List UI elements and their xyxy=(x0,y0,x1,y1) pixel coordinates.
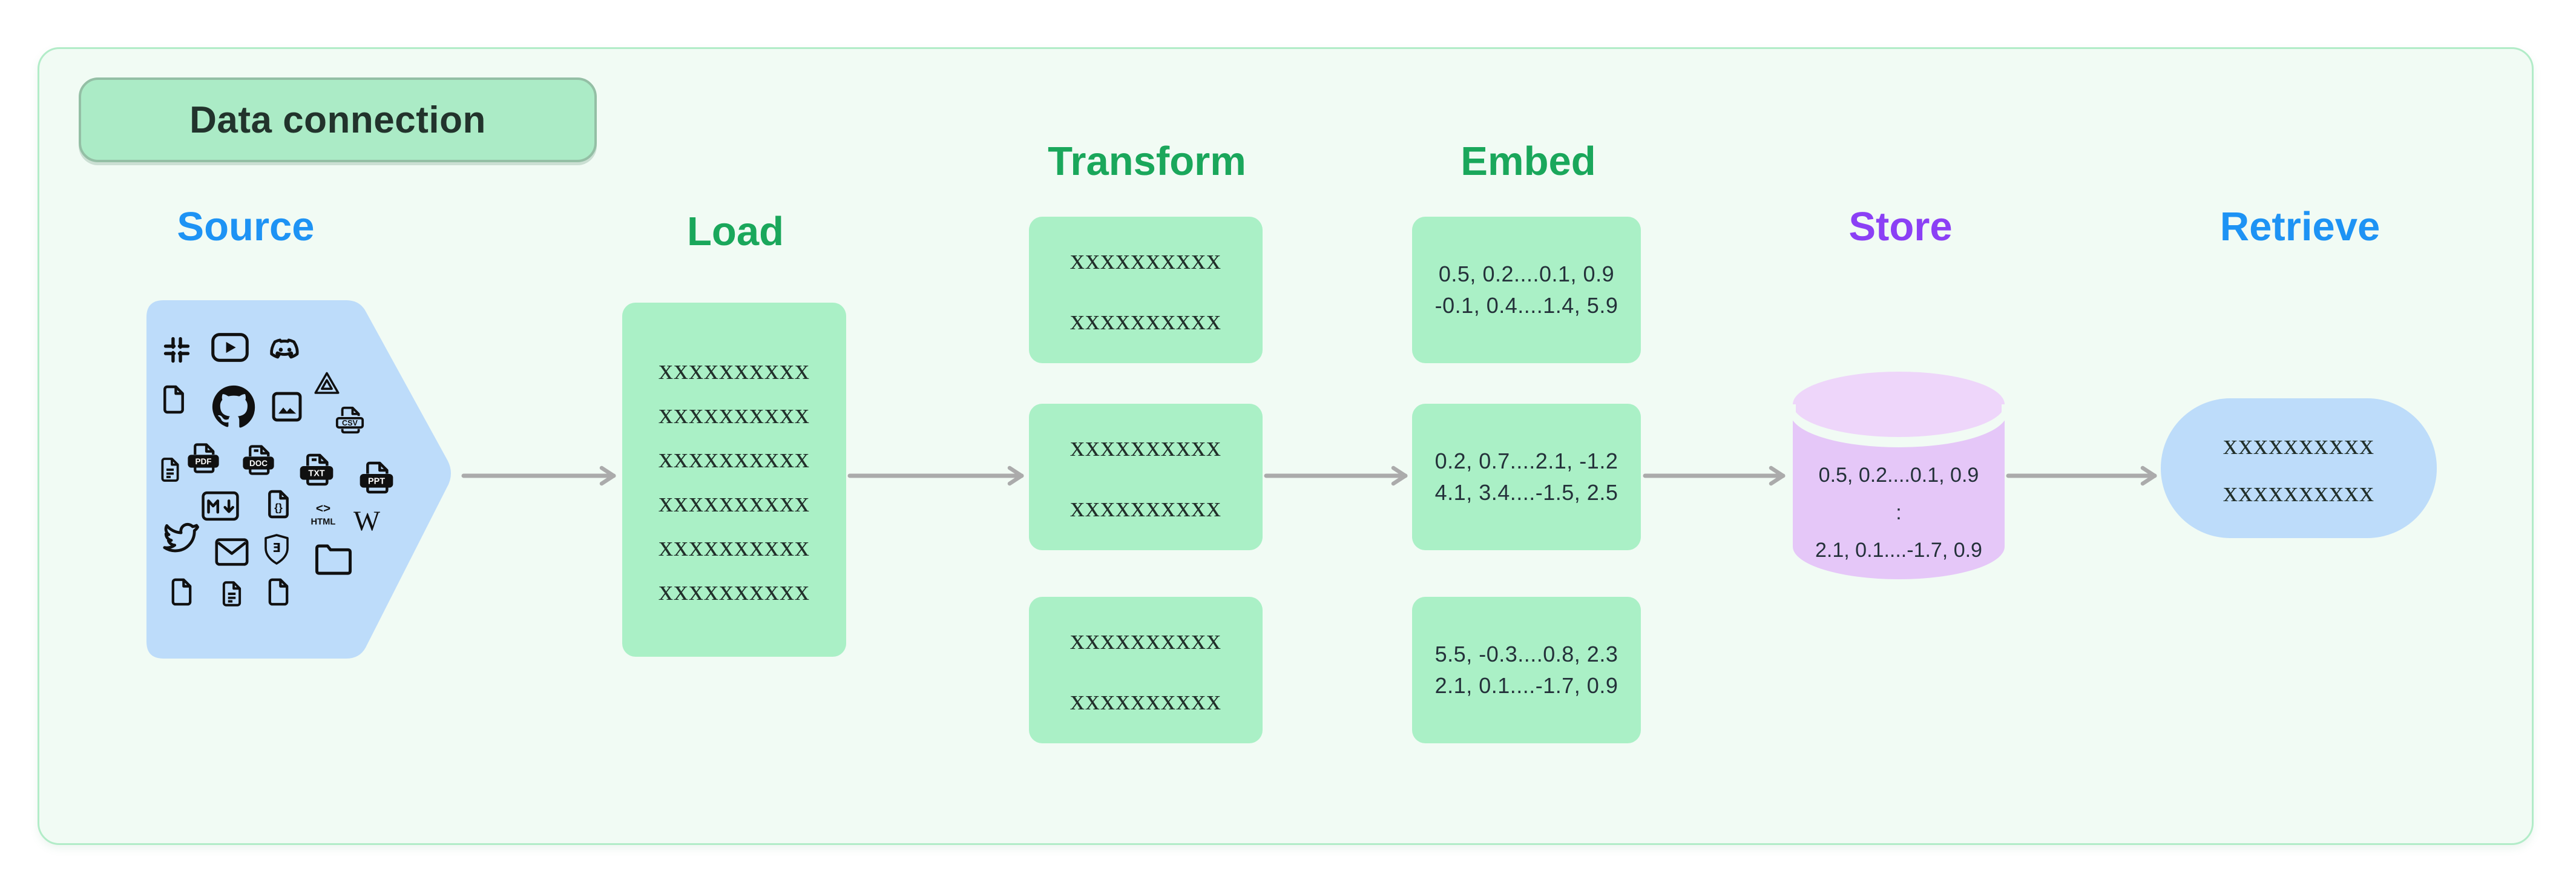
load-line: xxxxxxxxxx xyxy=(659,530,810,562)
google-drive-icon xyxy=(312,369,342,399)
file-icon xyxy=(165,576,198,608)
store-vector-text: 0.5, 0.2....0.1, 0.9 : 2.1, 0.1....-1.7,… xyxy=(1793,456,2005,569)
retrieve-box: xxxxxxxxxx xxxxxxxxxx xyxy=(2161,398,2437,538)
file-lines-icon xyxy=(217,579,247,609)
youtube-icon xyxy=(211,333,249,362)
load-line: xxxxxxxxxx xyxy=(659,485,810,518)
json-file-icon: {} xyxy=(261,487,295,521)
svg-text:DOC: DOC xyxy=(249,459,268,468)
load-line: xxxxxxxxxx xyxy=(659,397,810,430)
store-database-cylinder xyxy=(1790,372,2008,579)
shield-icon: Ǝ xyxy=(262,533,291,566)
heading-source: Source xyxy=(177,204,315,249)
svg-text:Ǝ: Ǝ xyxy=(272,541,281,555)
svg-text:W: W xyxy=(353,506,380,537)
folder-icon xyxy=(314,542,353,576)
title-badge-label: Data connection xyxy=(189,99,486,141)
transform-line: xxxxxxxxxx xyxy=(1070,243,1221,275)
svg-text:<>: <> xyxy=(316,502,330,516)
file-icon xyxy=(262,576,295,608)
github-icon xyxy=(208,381,260,433)
svg-text:{}: {} xyxy=(274,502,283,514)
source-shape: CSV PDF DOC xyxy=(146,300,455,659)
ppt-file-icon: PPT xyxy=(357,458,396,497)
embed-box-2: 0.2, 0.7....2.1, -1.2 4.1, 3.4....-1.5, … xyxy=(1412,404,1641,550)
embed-vector-line: 4.1, 3.4....-1.5, 2.5 xyxy=(1434,480,1618,505)
heading-load: Load xyxy=(686,209,784,254)
embed-box-1: 0.5, 0.2....0.1, 0.9 -0.1, 0.4....1.4, 5… xyxy=(1412,217,1641,363)
heading-embed: Embed xyxy=(1460,139,1596,184)
transform-line: xxxxxxxxxx xyxy=(1070,430,1221,462)
file-icon xyxy=(157,383,191,416)
embed-vector-line: -0.1, 0.4....1.4, 5.9 xyxy=(1434,293,1618,318)
transform-line: xxxxxxxxxx xyxy=(1070,623,1221,656)
heading-store: Store xyxy=(1848,204,1953,249)
embed-vector-line: 5.5, -0.3....0.8, 2.3 xyxy=(1434,642,1618,666)
txt-file-icon: TXT xyxy=(297,450,336,489)
heading-transform: Transform xyxy=(1048,139,1246,184)
heading-retrieve: Retrieve xyxy=(2220,204,2380,249)
transform-line: xxxxxxxxxx xyxy=(1070,304,1221,336)
slack-icon xyxy=(160,334,193,366)
transform-line: xxxxxxxxxx xyxy=(1070,491,1221,523)
embed-vector-line: 2.1, 0.1....-1.7, 0.9 xyxy=(1434,673,1618,698)
twitter-icon xyxy=(161,517,200,556)
title-badge: Data connection xyxy=(79,77,597,162)
svg-text:PDF: PDF xyxy=(196,457,212,466)
store-line: 2.1, 0.1....-1.7, 0.9 xyxy=(1815,539,1982,562)
svg-text:PPT: PPT xyxy=(368,476,385,486)
retrieve-line: xxxxxxxxxx xyxy=(2223,475,2374,508)
discord-icon xyxy=(266,337,304,367)
store-line: 0.5, 0.2....0.1, 0.9 xyxy=(1818,464,1979,487)
diagram-board xyxy=(38,47,2534,845)
doc-file-icon: DOC xyxy=(240,442,277,478)
transform-line: xxxxxxxxxx xyxy=(1070,684,1221,716)
markdown-icon xyxy=(201,491,240,521)
embed-vector-line: 0.5, 0.2....0.1, 0.9 xyxy=(1438,261,1615,286)
transform-box-2: xxxxxxxxxx xxxxxxxxxx xyxy=(1029,404,1263,550)
image-icon xyxy=(268,388,306,426)
load-box: xxxxxxxxxx xxxxxxxxxx xxxxxxxxxx xxxxxxx… xyxy=(622,303,846,657)
store-line: : xyxy=(1896,501,1902,524)
svg-text:TXT: TXT xyxy=(308,469,324,478)
html-icon: <> HTML xyxy=(306,500,340,528)
svg-text:CSV: CSV xyxy=(342,419,358,427)
transform-box-3: xxxxxxxxxx xxxxxxxxxx xyxy=(1029,597,1263,743)
wikipedia-icon: W xyxy=(350,506,384,538)
csv-file-icon: CSV xyxy=(334,404,366,436)
retrieve-line: xxxxxxxxxx xyxy=(2223,428,2374,461)
file-lines-icon xyxy=(156,455,185,484)
pdf-file-icon: PDF xyxy=(185,440,222,476)
embed-vector-line: 0.2, 0.7....2.1, -1.2 xyxy=(1434,449,1618,473)
mail-icon xyxy=(214,538,249,567)
load-line: xxxxxxxxxx xyxy=(659,441,810,474)
load-line: xxxxxxxxxx xyxy=(659,353,810,386)
load-line: xxxxxxxxxx xyxy=(659,574,810,607)
transform-box-1: xxxxxxxxxx xxxxxxxxxx xyxy=(1029,217,1263,363)
svg-text:HTML: HTML xyxy=(311,517,336,527)
embed-box-3: 5.5, -0.3....0.8, 2.3 2.1, 0.1....-1.7, … xyxy=(1412,597,1641,743)
